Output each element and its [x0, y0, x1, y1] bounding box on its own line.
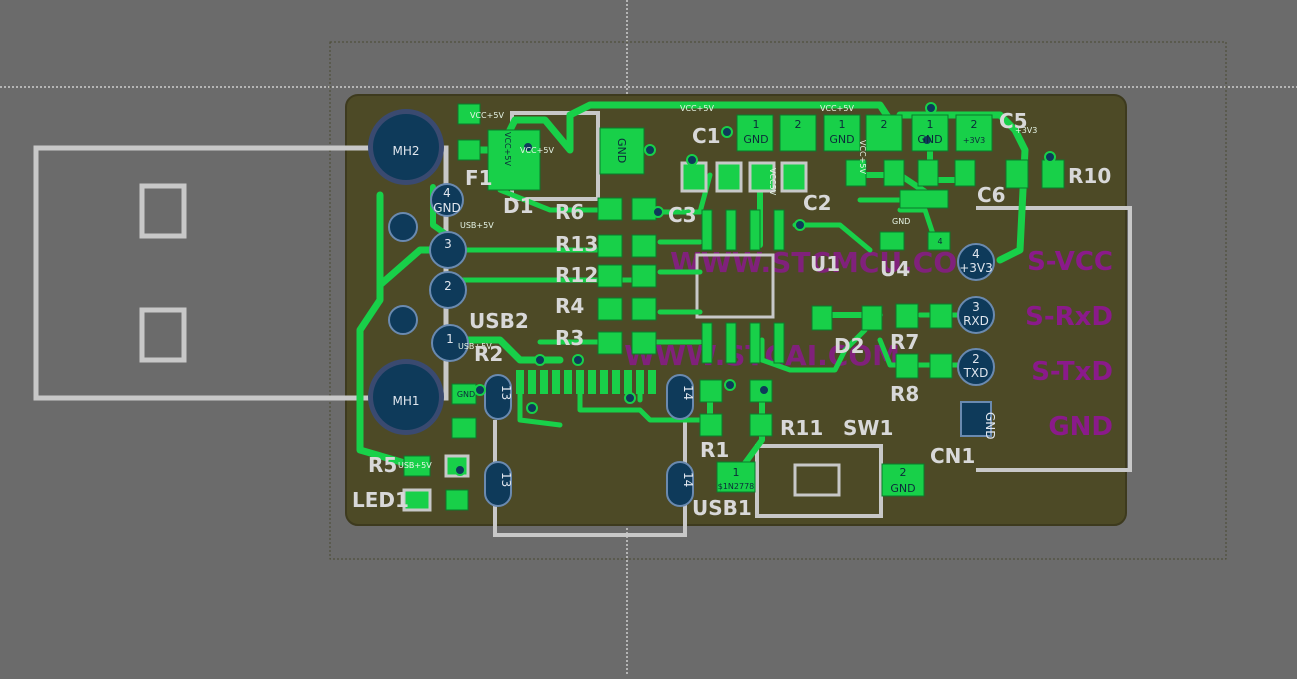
svg-text:GND: GND — [829, 133, 854, 146]
svg-text:VCC+5V: VCC+5V — [680, 104, 714, 113]
ref-d1: D1 — [503, 194, 534, 218]
reference-designators: F1 D1 C1 C2 C3 C5 C6 R10 R6 R13 R12 R4 R… — [352, 109, 1111, 520]
ref-r4: R4 — [555, 294, 584, 318]
pad-labels: 1 GND 2 1 GND 2 1 GND 2 +3V3 GND VCC+5V … — [457, 118, 985, 495]
svg-text:GND: GND — [743, 133, 768, 146]
svg-text:VCC+5V: VCC+5V — [820, 104, 854, 113]
svg-text:3: 3 — [972, 300, 980, 314]
ref-r2: R2 — [474, 342, 503, 366]
bottom-text-s-rxd: S-RxD — [1025, 302, 1113, 332]
ref-r3: R3 — [555, 326, 584, 350]
svg-text:GND: GND — [890, 482, 915, 495]
ref-usb1: USB1 — [692, 496, 752, 520]
svg-text:USB+5V: USB+5V — [398, 461, 432, 470]
bottom-text-gnd: GND — [1048, 412, 1113, 442]
ref-r1: R1 — [700, 438, 729, 462]
svg-text:VCC+5V: VCC+5V — [858, 140, 867, 174]
label-mh1: MH1 — [392, 394, 419, 408]
ref-r11: R11 — [780, 416, 823, 440]
svg-text:VCC+5V: VCC+5V — [503, 132, 512, 166]
svg-text:1: 1 — [446, 332, 454, 346]
svg-text:13: 13 — [499, 385, 513, 400]
smd-pads[interactable] — [402, 103, 1065, 512]
usb2-pads[interactable]: 4 GND 3 2 1 — [388, 183, 469, 362]
ref-d2: D2 — [834, 334, 865, 358]
svg-text:GND: GND — [433, 201, 461, 215]
svg-text:USB+5V: USB+5V — [458, 342, 492, 351]
ref-sw1: SW1 — [843, 416, 893, 440]
ref-c3: C3 — [668, 203, 697, 227]
svg-text:2: 2 — [444, 279, 452, 293]
svg-text:1: 1 — [753, 118, 760, 131]
ref-r12: R12 — [555, 263, 598, 287]
svg-text:2: 2 — [971, 118, 978, 131]
ref-r7: R7 — [890, 330, 919, 354]
ref-r10: R10 — [1068, 164, 1111, 188]
u1-outline — [695, 253, 775, 319]
ref-led1: LED1 — [352, 488, 409, 512]
ref-r8: R8 — [890, 382, 919, 406]
svg-text:2: 2 — [900, 466, 907, 479]
svg-text:4: 4 — [937, 237, 942, 246]
svg-text:1: 1 — [839, 118, 846, 131]
svg-text:+3V3: +3V3 — [963, 136, 985, 145]
mounting-hole-mh1[interactable]: MH1 — [368, 359, 444, 435]
svg-text:GND: GND — [917, 133, 942, 146]
ref-c6: C6 — [977, 183, 1006, 207]
svg-text:VCC+5V: VCC+5V — [470, 111, 504, 120]
svg-text:$1N2778: $1N2778 — [718, 482, 755, 491]
svg-text:1: 1 — [927, 118, 934, 131]
svg-text:4: 4 — [972, 247, 980, 261]
svg-text:+3V3: +3V3 — [1015, 126, 1037, 135]
bottom-text-www1: WWW.STCMCU.COM — [670, 246, 985, 279]
ref-u1: U1 — [810, 252, 840, 276]
svg-text:USB+5V: USB+5V — [460, 221, 494, 230]
board-outline-dotted — [329, 41, 1227, 560]
svg-text:2: 2 — [795, 118, 802, 131]
ref-r5: R5 — [368, 453, 397, 477]
svg-text:VCC+5V: VCC+5V — [520, 146, 554, 155]
svg-text:2: 2 — [881, 118, 888, 131]
ref-c2: C2 — [803, 191, 832, 215]
ref-f1: F1 — [465, 166, 493, 190]
ref-r13: R13 — [555, 232, 598, 256]
ref-c5: C5 — [999, 109, 1028, 133]
svg-text:TXD: TXD — [963, 366, 989, 380]
svg-text:GND: GND — [615, 138, 628, 163]
net-labels: VCC+5V VCC+5V VCC+5V VCC+5V USB+5V USB+5… — [398, 104, 1037, 470]
svg-text:GND: GND — [457, 390, 475, 399]
svg-text:GND: GND — [983, 412, 997, 440]
usb1-signal-pads[interactable] — [516, 370, 656, 394]
usb1-shield-pads[interactable]: 13 14 13 14 — [484, 374, 695, 507]
ref-usb2: USB2 — [469, 309, 529, 333]
svg-text:RXD: RXD — [963, 314, 989, 328]
svg-text:1: 1 — [733, 466, 740, 479]
svg-text:14: 14 — [681, 472, 695, 487]
svg-text:4: 4 — [443, 186, 451, 200]
bottom-text-s-vcc: S-VCC — [1027, 247, 1113, 277]
svg-text:14: 14 — [681, 385, 695, 400]
vias — [454, 102, 1056, 476]
svg-text:2: 2 — [972, 352, 980, 366]
svg-text:13: 13 — [499, 472, 513, 487]
svg-text:+3V3: +3V3 — [959, 261, 993, 275]
cn1-pads[interactable]: 4 +3V3 3 RXD 2 TXD GND — [957, 243, 997, 440]
ref-r6: R6 — [555, 200, 584, 224]
sw1-outline — [755, 444, 883, 518]
svg-text:VCC5V: VCC5V — [768, 168, 777, 196]
ref-u4: U4 — [880, 257, 910, 281]
svg-text:GND: GND — [892, 217, 910, 226]
bottom-text-s-txd: S-TxD — [1031, 357, 1113, 387]
cn1-outline — [976, 206, 1132, 472]
svg-text:3: 3 — [444, 237, 452, 251]
ref-c1: C1 — [692, 124, 721, 148]
label-mh2: MH2 — [392, 144, 419, 158]
ref-cn1: CN1 — [930, 444, 975, 468]
mounting-hole-mh2[interactable]: MH2 — [368, 109, 444, 185]
